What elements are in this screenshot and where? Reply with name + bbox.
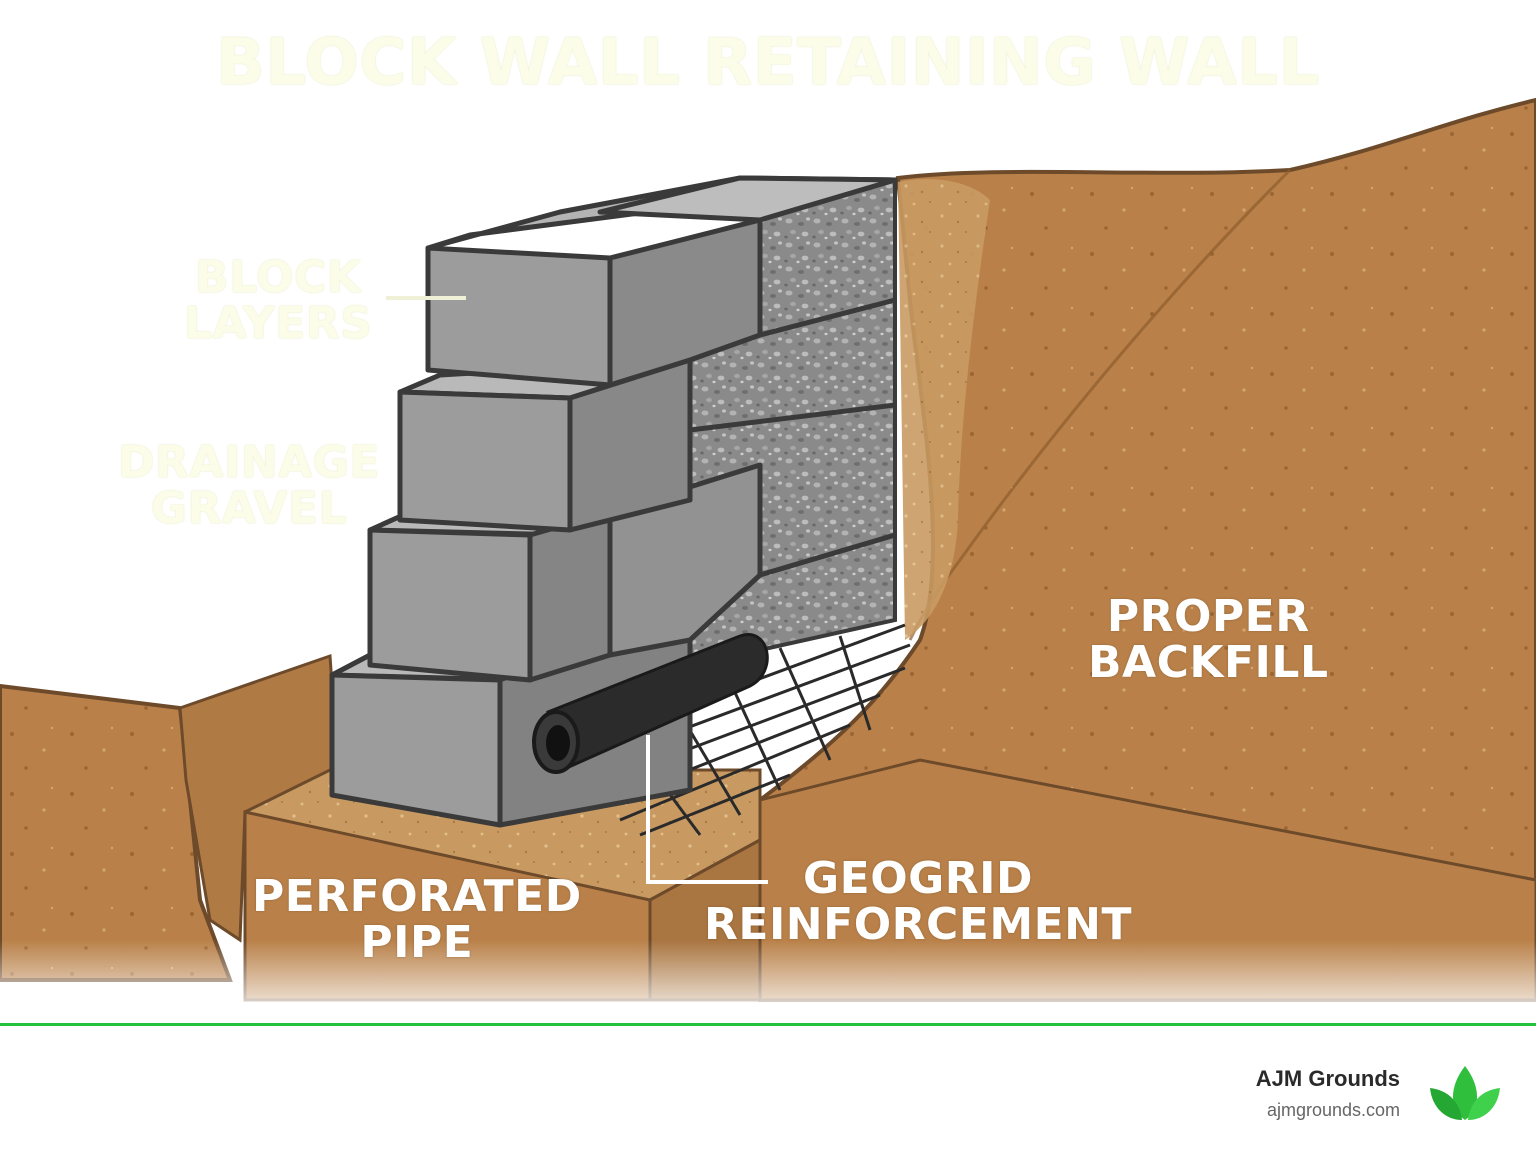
label-geogrid-line1: GEOGRID — [803, 853, 1033, 904]
perforated-pipe — [532, 633, 769, 774]
label-block-layers: BLOCK LAYERS — [184, 252, 373, 350]
leader-lines — [386, 296, 768, 884]
label-geogrid-line2: REINFORCEMENT — [704, 899, 1133, 951]
label-drainage-gravel-line2: GRAVEL — [150, 483, 348, 535]
label-perforated-pipe-line2: PIPE — [360, 917, 474, 969]
block-row-2 — [397, 357, 693, 533]
label-drainage-gravel: DRAINAGE GRAVEL — [118, 437, 380, 535]
label-perforated-pipe: PERFORATED PIPE — [252, 871, 582, 969]
brand-url[interactable]: ajmgrounds.com — [1266, 1100, 1400, 1120]
footer-divider — [0, 1023, 1536, 1026]
drainage-sand-zone — [898, 179, 990, 641]
label-drainage-gravel-line1: DRAINAGE — [118, 437, 380, 488]
bottom-fade — [0, 940, 1536, 1024]
geogrid-leader — [646, 735, 768, 884]
label-proper-backfill: PROPER BACKFILL — [1088, 591, 1329, 689]
label-proper-backfill-line2: BACKFILL — [1088, 637, 1329, 689]
retaining-wall-illustration — [0, 97, 1536, 1024]
label-block-layers-line1: BLOCK — [195, 252, 362, 303]
label-proper-backfill-line1: PROPER — [1106, 591, 1310, 642]
leaf-icon — [1430, 1066, 1500, 1120]
label-block-layers-line2: LAYERS — [184, 298, 373, 350]
diagram-title: BLOCK WALL RETAINING WALL — [216, 26, 1320, 100]
label-perforated-pipe-line1: PERFORATED — [252, 871, 582, 922]
block-row-1 — [425, 175, 898, 388]
gravel-joints — [689, 297, 896, 578]
brand-name: AJM Grounds — [1255, 1066, 1400, 1091]
label-geogrid-reinforcement: GEOGRID REINFORCEMENT — [704, 853, 1133, 951]
